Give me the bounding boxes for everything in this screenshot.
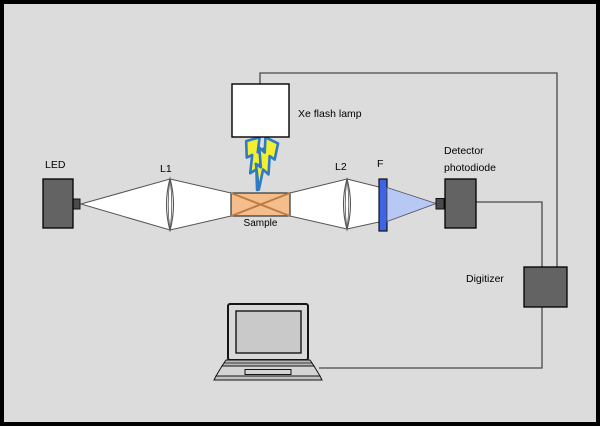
sample-label: Sample xyxy=(243,218,278,229)
led-output-nub xyxy=(72,198,81,210)
signal-wires xyxy=(259,72,558,369)
beam-l2-to-filter xyxy=(346,178,380,230)
filter-bar xyxy=(378,178,388,232)
beam-cross-in-sample xyxy=(230,192,291,217)
xe-flash-lamp-box xyxy=(231,83,290,138)
lens-l1 xyxy=(165,176,175,233)
beam-l1-to-sample xyxy=(169,178,232,231)
detector-input-nub xyxy=(435,198,445,210)
lens-l2-contour xyxy=(344,178,350,230)
focused-light-cone xyxy=(386,186,438,223)
lens-l1-label: L1 xyxy=(160,163,172,175)
laptop-keys-area xyxy=(244,369,292,375)
led-label: LED xyxy=(45,159,66,171)
detector-box xyxy=(444,178,477,229)
xe-flash-lamp-label: Xe flash lamp xyxy=(298,108,362,120)
wire-detector-to-digitizer xyxy=(476,201,543,267)
beam-led-to-l1 xyxy=(79,178,171,231)
lightning-bolt-right-icon xyxy=(254,136,280,192)
wire-xelamp-to-digitizer xyxy=(259,72,558,267)
digitizer-label: Digitizer xyxy=(466,273,504,285)
detector-label: Detector photodiode xyxy=(444,143,496,176)
laptop-computer xyxy=(213,303,323,381)
laptop-base-lip xyxy=(213,375,323,381)
lens-l2-label: L2 xyxy=(335,161,347,173)
digitizer-box xyxy=(523,266,568,308)
laptop-display xyxy=(235,310,302,354)
beam-sample-to-l2 xyxy=(289,178,348,230)
led-box xyxy=(42,178,74,229)
detector-label-line2: photodiode xyxy=(444,161,496,174)
flash-bolts xyxy=(244,135,280,192)
lens-l1-contour xyxy=(167,178,173,231)
sample-cell xyxy=(230,192,291,217)
detector-label-line1: Detector xyxy=(444,145,484,157)
filter-label: F xyxy=(377,158,384,170)
wire-digitizer-to-laptop xyxy=(319,307,543,369)
probe-beam xyxy=(79,178,380,231)
lens-l2 xyxy=(342,176,352,232)
